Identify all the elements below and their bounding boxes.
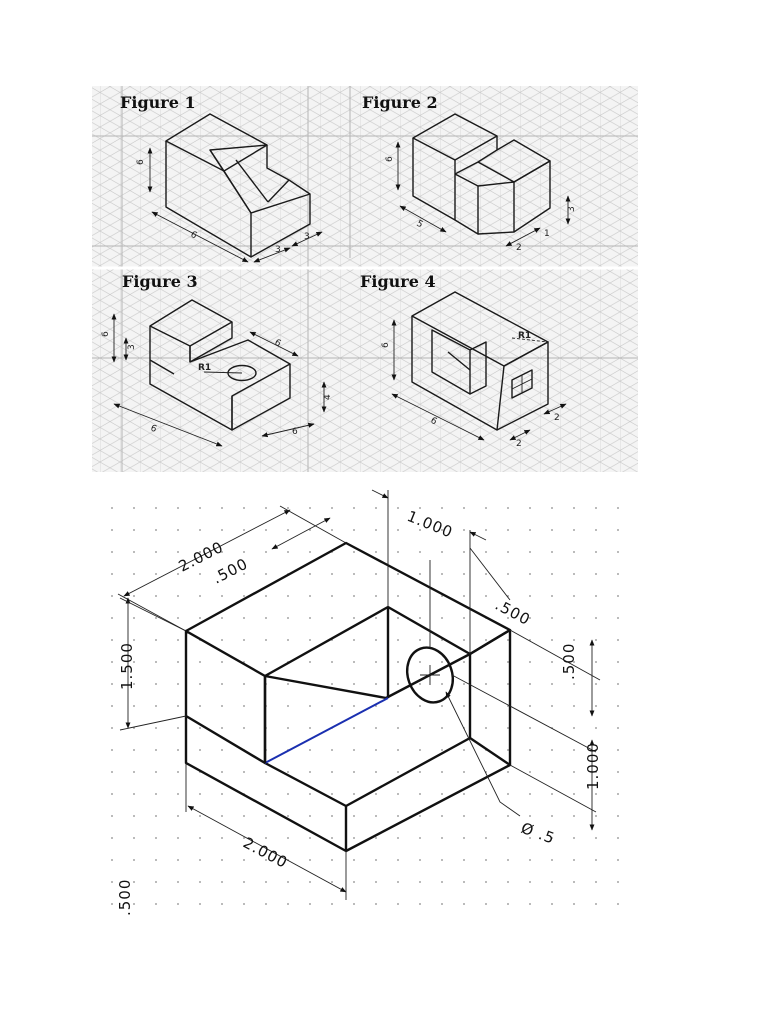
fig3-dim-height: 6 (101, 331, 111, 337)
fig3-dim-width: 6 (149, 424, 158, 436)
fig2-dim-base: 2 (516, 243, 522, 253)
dim-right-top: .500 (560, 643, 578, 680)
figure-1-title: Figure 1 (120, 93, 196, 112)
fig3-dim-right: 4 (323, 394, 333, 400)
dim-height: 1.500 (118, 642, 136, 690)
fig1-dim-step-b: 3 (304, 232, 310, 242)
fig2-dim-depth: 5 (415, 219, 425, 231)
dim-bottom-left: .500 (116, 879, 134, 916)
figure-4-title: Figure 4 (360, 272, 436, 291)
fig4-dim-side: 2 (554, 413, 560, 423)
fig2-dim-right: 3 (567, 206, 577, 212)
fig3-dim-radius: R1 (198, 363, 211, 373)
fig3-dim-base: 6 (292, 427, 298, 437)
fig4-dim-depth: 6 (429, 416, 439, 428)
fig4-dim-radius: R1 (518, 331, 531, 341)
fig3-dim-step: 3 (127, 344, 137, 350)
highlighted-edge (264, 697, 389, 764)
figure-1: Figure 1 6 6 3 3 (120, 93, 323, 263)
fig1-dim-step-a: 3 (275, 245, 281, 255)
fig1-dim-width: 6 (189, 230, 199, 242)
dim-right-mid: 1.000 (584, 742, 602, 790)
fig2-dim-height: 6 (385, 156, 395, 162)
figure-3: Figure 3 R1 6 3 6 6 6 4 (101, 272, 333, 447)
figure-2: Figure 2 6 5 2 1 3 (362, 93, 577, 253)
cad-drawing: 2.000 .500 1.000 .500 1.500 .500 1.000 2… (100, 489, 620, 920)
figure-2-title: Figure 2 (362, 93, 438, 112)
fig4-dim-base: 2 (516, 439, 522, 449)
figure-4: Figure 4 R1 6 6 2 2 (360, 272, 567, 449)
hole-circle (406, 646, 454, 704)
fig1-dim-height: 6 (136, 159, 146, 165)
figure-3-title: Figure 3 (122, 272, 198, 291)
fig3-dim-top: 6 (273, 338, 283, 350)
dot-grid (100, 490, 620, 920)
fig2-dim-step: 1 (544, 229, 550, 239)
fig4-dim-height: 6 (381, 342, 391, 348)
